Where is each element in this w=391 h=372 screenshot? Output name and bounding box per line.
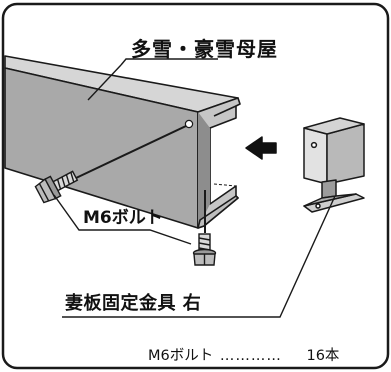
parts-quantity: 16本 [306, 348, 340, 364]
bolt-hole [184, 119, 194, 129]
bracket-label: 妻板固定金具 右 [65, 293, 202, 314]
bolt-insertion-line [75, 125, 187, 179]
bolt-leader-line [53, 194, 192, 245]
title-leader-line [120, 58, 218, 66]
parts-list-row: M6ボルト ………… 16本 [148, 344, 339, 365]
end-plate-bracket [303, 117, 365, 213]
bracket-leader-line [62, 195, 336, 318]
arrow-right-icon [245, 136, 277, 160]
purlin-title-label: 多雪・豪雪母屋 [131, 37, 278, 61]
hex-bolt-icon [34, 170, 79, 204]
parts-leader-dots: ………… [219, 348, 282, 364]
purlin-channel [4, 55, 241, 229]
hex-bolt-icon-lower [192, 233, 217, 266]
parts-name: M6ボルト [148, 348, 214, 364]
bolt-label: M6ボルト [83, 208, 163, 228]
